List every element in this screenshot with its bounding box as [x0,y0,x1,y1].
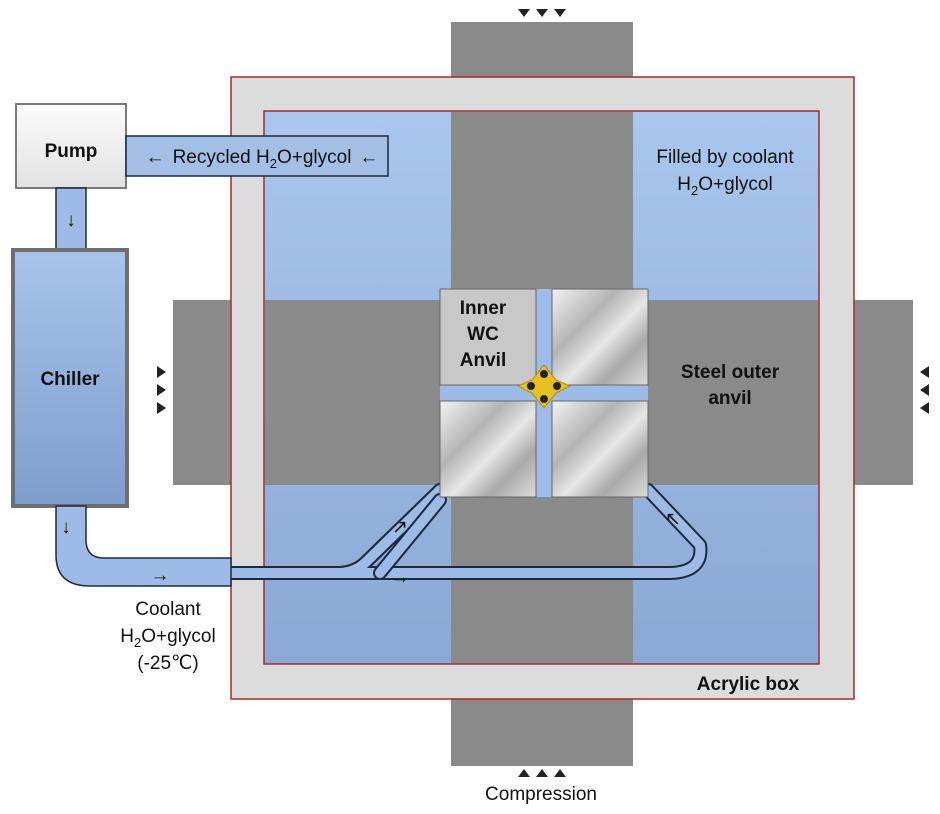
filled-label-line2: H2O+glycol [677,174,772,198]
top-compression-piston [451,22,633,80]
pump-box [15,103,127,189]
inner-anvil-line2: WC [467,324,499,345]
compression-label: Compression [485,784,597,805]
right-compression-piston [851,300,913,485]
inner-anvil-line3: Anvil [460,350,506,371]
wc-anvil-bottom-left [439,400,537,498]
chiller-label: Chiller [40,369,100,390]
steel-anvil-line2: anvil [708,388,751,409]
channel-arrow-up-left: ↗ [392,517,408,538]
coolant-supply-pipe [55,505,232,587]
coolant-channels [224,483,708,580]
wc-anvil-top-left [439,288,537,386]
wc-anvil-bottom-right [551,400,649,498]
left-compression-piston [173,300,233,485]
bottom-compression-arrows [518,769,566,777]
filled-label-line1: Filled by coolant [656,147,794,168]
channel-arrow-right: → [391,567,410,588]
coolant-label-line3: (-25℃) [137,653,198,674]
chiller-box [11,248,129,508]
pump-chiller-arrow: ↓ [66,210,76,231]
supply-arrow-right: → [151,565,170,586]
inner-anvil-line1: Inner [460,298,507,319]
coolant-label-line1: Coolant [135,599,201,620]
sample-octahedron [516,364,572,409]
right-compression-arrows [920,366,929,414]
top-compression-arrows [518,9,566,17]
steel-anvil-line1: Steel outer [681,362,780,383]
wc-anvil-top-right [551,288,649,386]
return-pipe [125,135,389,177]
bottom-compression-piston [451,698,633,766]
recycled-label: ←Recycled H2O+glycol← [146,147,379,171]
pump-label: Pump [45,141,98,162]
supply-arrow-down: ↓ [61,517,71,538]
left-compression-arrows [157,366,166,414]
acrylic-box-label: Acrylic box [697,674,800,695]
coolant-label-line2: H2O+glycol [120,626,215,650]
pump-chiller-pipe [55,187,87,251]
channel-arrow-up-right: ↖ [665,509,681,530]
